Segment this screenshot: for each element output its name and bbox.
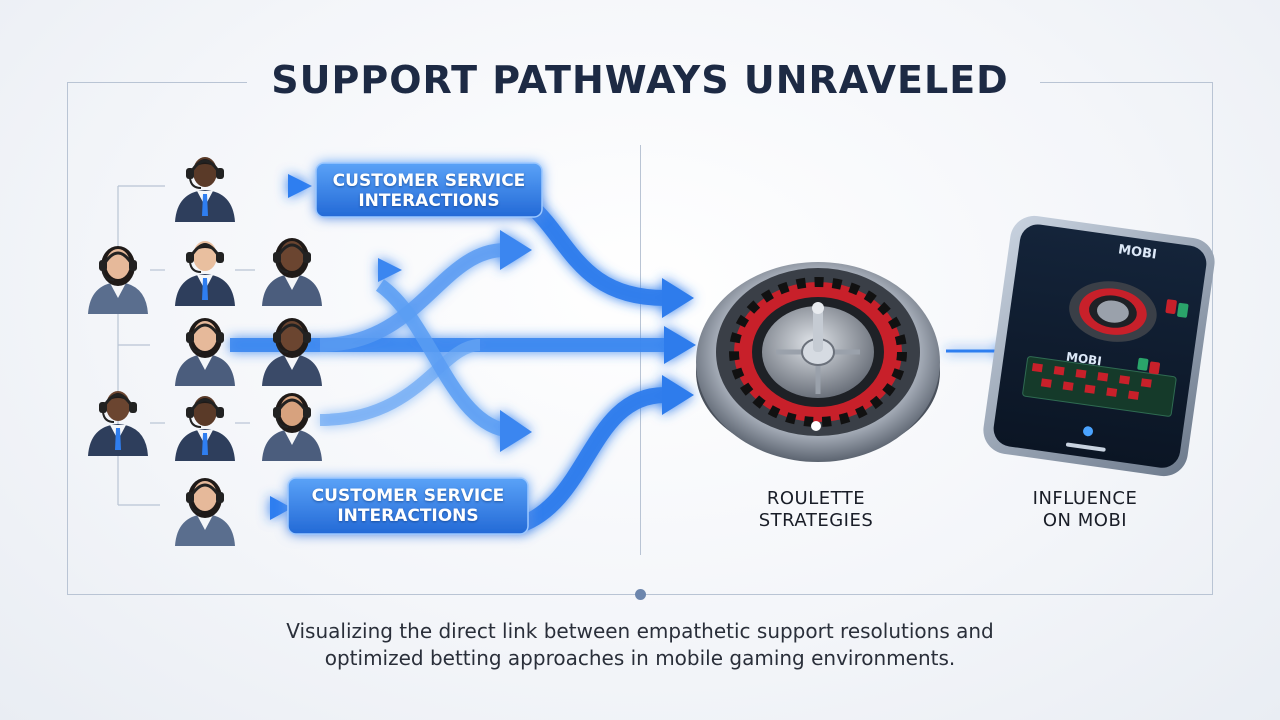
roulette-wheel-icon: [696, 262, 940, 462]
roulette-label-line1: ROULETTE: [766, 488, 866, 509]
mobi-label-line1: INFLUENCE: [1032, 488, 1138, 509]
frame-top-left: [67, 82, 247, 83]
flow-arrows: [229, 174, 1014, 533]
agent-headset-icon: [88, 246, 148, 314]
frame-right: [1212, 82, 1213, 594]
mobi-label: INFLUENCE ON MOBI: [1000, 488, 1170, 532]
service-box-top-line1: CUSTOMER SERVICE: [332, 171, 526, 191]
service-box-bottom: CUSTOMER SERVICE INTERACTIONS: [288, 486, 528, 526]
caption-line-2: optimized betting approaches in mobile g…: [324, 646, 956, 670]
agent-headset-icon: [262, 238, 322, 306]
agent-headset-icon: [175, 318, 235, 386]
service-box-top-line2: INTERACTIONS: [358, 191, 500, 211]
agent-headset-icon: [262, 393, 322, 461]
agent-headset-icon: [175, 241, 235, 306]
agent-headset-icon: [175, 478, 235, 546]
service-box-bottom-line1: CUSTOMER SERVICE: [311, 486, 505, 506]
agent-headset-icon: [88, 391, 148, 456]
service-box-bottom-line2: INTERACTIONS: [337, 506, 479, 526]
agent-headset-icon: [175, 157, 235, 222]
agent-headset-icon: [175, 396, 235, 461]
frame-bottom-dot: [635, 589, 646, 600]
service-box-top: CUSTOMER SERVICE INTERACTIONS: [316, 171, 542, 211]
roulette-label: ROULETTE STRATEGIES: [716, 488, 916, 532]
mobi-label-line2: ON MOBI: [1042, 510, 1128, 531]
diagram-caption: Visualizing the direct link between empa…: [240, 618, 1040, 672]
frame-top-right: [1040, 82, 1213, 83]
agent-headset-icon: [262, 318, 322, 386]
caption-line-1: Visualizing the direct link between empa…: [286, 619, 994, 643]
diagram-title: SUPPORT PATHWAYS UNRAVELED: [271, 58, 1009, 102]
service-box-top-shape: [315, 162, 543, 218]
service-box-bottom-shape: [287, 477, 529, 535]
roulette-label-line2: STRATEGIES: [758, 510, 874, 531]
frame-left: [67, 82, 68, 594]
phone-mockup: [983, 215, 1215, 477]
